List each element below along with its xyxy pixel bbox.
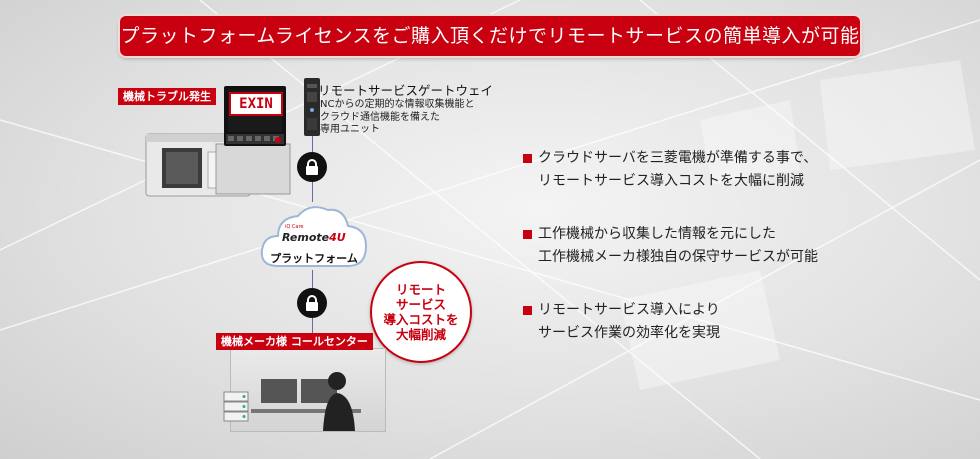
bullet-icon	[523, 306, 532, 315]
benefit-line: クラウドサーバを三菱電機が準備する事で、	[523, 147, 818, 170]
gateway-desc-line: クラウド通信機能を備えた	[320, 112, 474, 125]
benefit-list: クラウドサーバを三菱電機が準備する事で、 リモートサービス導入コストを大幅に削減…	[523, 147, 818, 375]
benefit-line: サービス作業の効率化を実現	[523, 322, 818, 345]
alarm-screen: EXIN	[229, 92, 283, 116]
bullet-icon	[523, 230, 532, 239]
benefit-line: リモートサービス導入コストを大幅に削減	[523, 170, 818, 193]
cloud-logo-text: Remote	[282, 231, 329, 244]
benefit-line: 工作機械から収集した情報を元にした	[523, 223, 818, 246]
benefit-item: クラウドサーバを三菱電機が準備する事で、 リモートサービス導入コストを大幅に削減	[523, 147, 818, 193]
cloud-logo-small: iQ Care	[285, 224, 304, 230]
trouble-tag: 機械トラブル発生	[118, 88, 216, 105]
benefit-item: 工作機械から収集した情報を元にした 工作機械メーカ様独自の保守サービスが可能	[523, 223, 818, 269]
cloud-logo: Remote4U	[282, 231, 346, 244]
benefit-line: リモートサービス導入により	[523, 299, 818, 322]
banner-title: プラットフォームライセンスをご購入頂くだけでリモートサービスの簡単導入が可能	[120, 16, 860, 56]
gateway-desc-line: 専用ユニット	[320, 124, 474, 137]
cloud-logo-accent: 4U	[329, 231, 346, 244]
server-icon	[222, 390, 250, 424]
benefit-item: リモートサービス導入により サービス作業の効率化を実現	[523, 299, 818, 345]
badge-line: サービス	[396, 297, 446, 312]
call-center-photo	[230, 348, 386, 432]
badge-line: リモート	[396, 282, 446, 297]
gateway-desc-line: NCからの定期的な情報収集機能と	[320, 99, 474, 112]
bullet-icon	[523, 154, 532, 163]
lock-icon	[297, 152, 327, 182]
maker-tag: 機械メーカ様 コールセンター	[216, 333, 373, 350]
cloud-label: プラットフォーム	[266, 250, 362, 266]
badge-line: 大幅削減	[396, 327, 446, 342]
gateway-description: NCからの定期的な情報収集機能と クラウド通信機能を備えた 専用ユニット	[320, 99, 474, 137]
benefit-line: 工作機械メーカ様独自の保守サービスが可能	[523, 246, 818, 269]
badge-line: 導入コストを	[383, 312, 458, 327]
gateway-title: リモートサービスゲートウェイ	[318, 80, 493, 99]
lock-icon	[297, 288, 327, 318]
